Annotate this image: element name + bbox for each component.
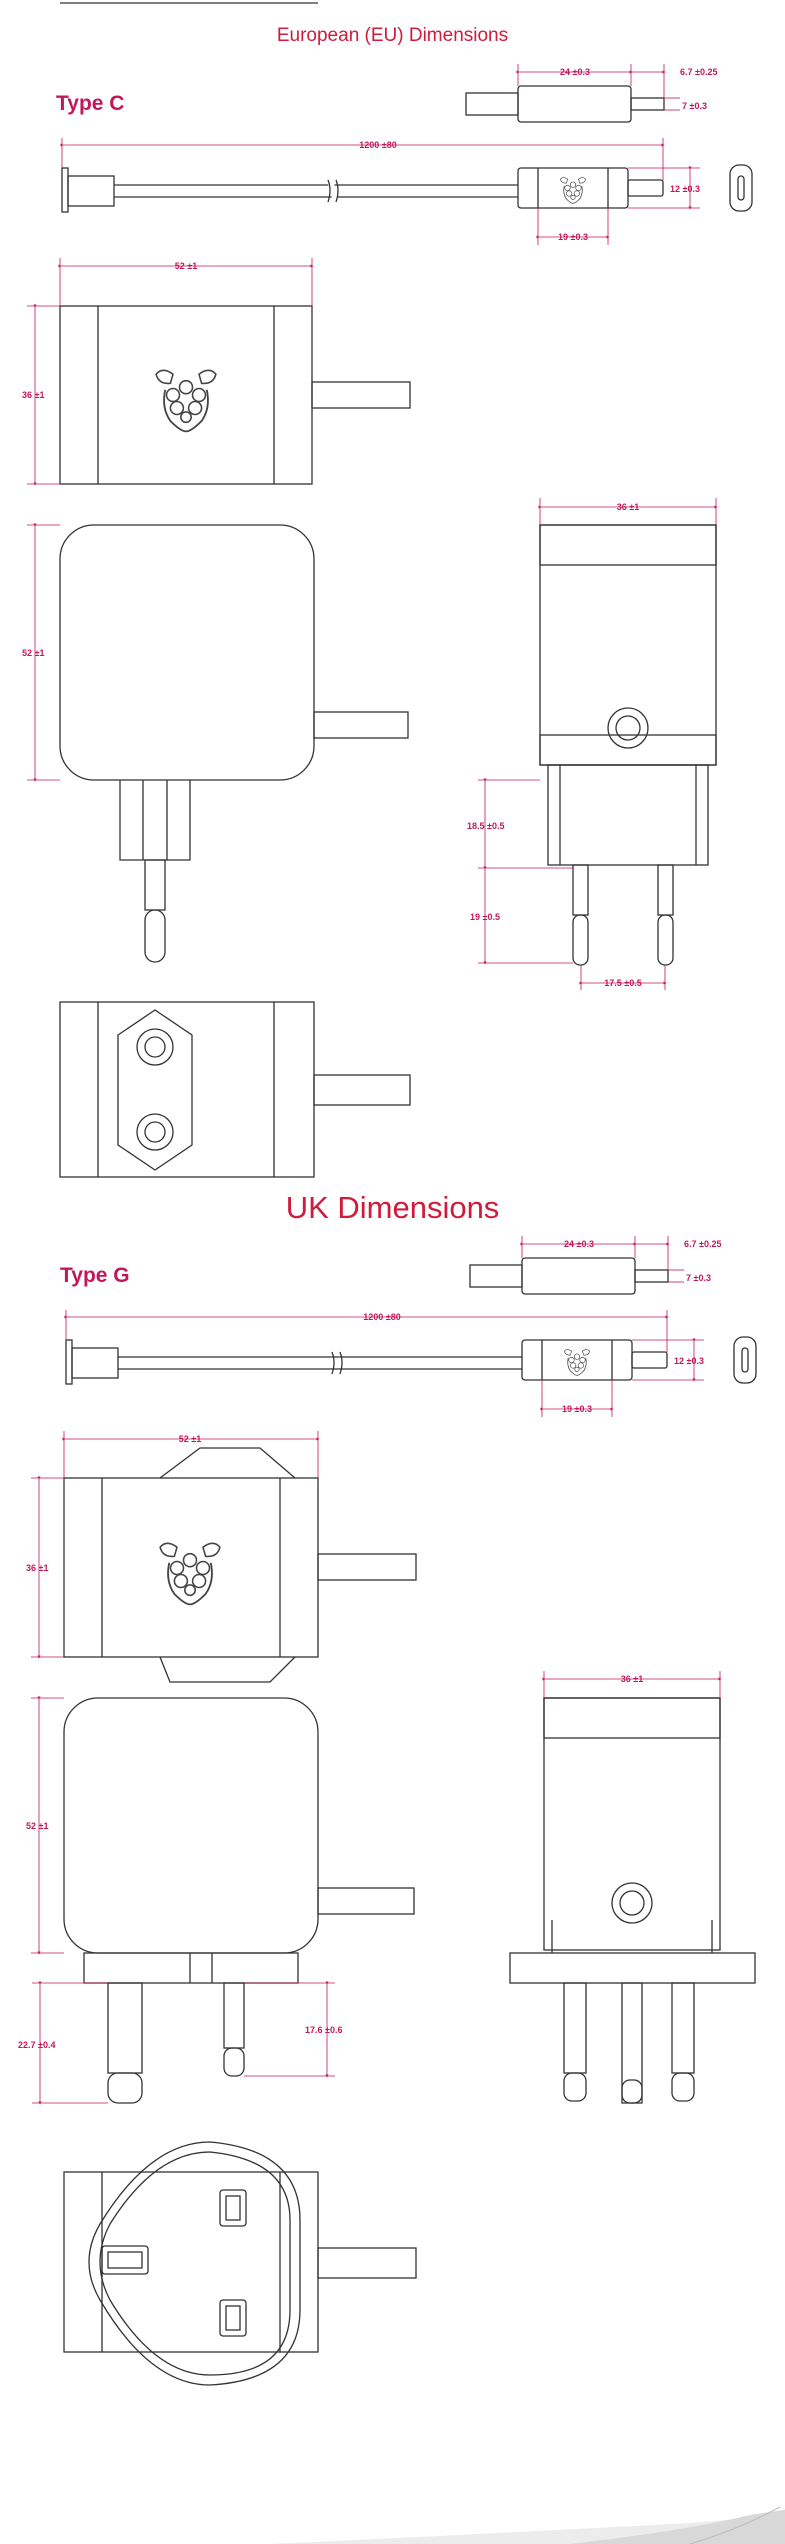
product-photo-edge: [270, 2505, 785, 2544]
eu-dim-front-height: 52 ±1: [22, 648, 44, 658]
eu-dim-plug-length: 24 ±0.3: [560, 67, 590, 77]
uk-dim-plug-height: 12 ±0.3: [674, 1356, 704, 1366]
eu-dimensions-title: European (EU) Dimensions: [276, 25, 509, 46]
uk-dim-tip-length: 6.7 ±0.25: [684, 1239, 721, 1249]
eu-dim-plug-height: 12 ±0.3: [670, 184, 700, 194]
eu-dim-pin-lower: 19 ±0.5: [470, 912, 500, 922]
eu-charger-bottom-view: [59, 1001, 411, 1178]
uk-dim-plug-length: 24 ±0.3: [564, 1239, 594, 1249]
uk-charger-front-view: [63, 1697, 415, 2104]
uk-dimensions-title: UK Dimensions: [285, 1190, 500, 1225]
eu-dim-plug-width: 19 ±0.3: [558, 232, 588, 242]
uk-charger-bottom-view: [63, 2141, 417, 2386]
uk-dim-pin-right: 17.6 ±0.6: [305, 2025, 342, 2035]
eu-dim-pin-spacing: 17.5 ±0.5: [604, 978, 641, 988]
eu-dim-tip-height: 7 ±0.3: [682, 101, 707, 111]
eu-usb-plug-side: [465, 85, 665, 123]
uk-dim-plug-width: 19 ±0.3: [562, 1404, 592, 1414]
eu-type-label: Type C: [56, 92, 125, 115]
eu-dim-pin-upper: 18.5 ±0.5: [467, 821, 504, 831]
uk-dim-top-height: 36 ±1: [26, 1563, 48, 1573]
uk-usb-plug-side: [469, 1257, 669, 1295]
uk-dim-side-width: 36 ±1: [621, 1674, 643, 1684]
uk-dim-cable-length: 1200 ±80: [363, 1312, 400, 1322]
eu-cable: [61, 164, 753, 213]
eu-charger-front-view: [59, 524, 409, 963]
eu-charger-top-view: [59, 305, 411, 485]
eu-dim-tip-length: 6.7 ±0.25: [680, 67, 717, 77]
uk-charger-top-view: [63, 1447, 417, 1683]
eu-dim-side-width: 36 ±1: [617, 502, 639, 512]
eu-dim-top-height: 36 ±1: [22, 390, 44, 400]
uk-dim-tip-height: 7 ±0.3: [686, 1273, 711, 1283]
uk-dim-pin-left: 22.7 ±0.4: [18, 2040, 55, 2050]
uk-type-label: Type G: [60, 1264, 130, 1287]
eu-charger-side-view: [539, 524, 717, 966]
uk-cable: [65, 1336, 757, 1385]
uk-dim-top-width: 52 ±1: [179, 1434, 201, 1444]
eu-dim-top-width: 52 ±1: [175, 261, 197, 271]
uk-dim-front-height: 52 ±1: [26, 1821, 48, 1831]
eu-dim-cable-length: 1200 ±80: [359, 140, 396, 150]
uk-charger-side-view: [509, 1697, 756, 2104]
